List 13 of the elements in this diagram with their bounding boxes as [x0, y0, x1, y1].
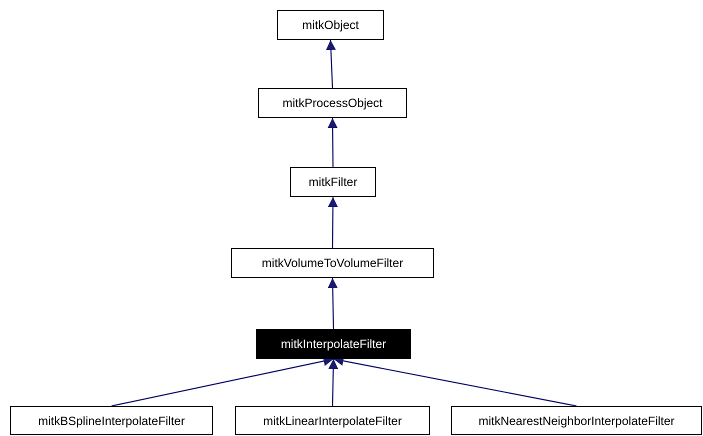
class-box: mitkLinearInterpolateFilter — [235, 406, 430, 435]
class-box: mitkInterpolateFilter — [256, 329, 411, 359]
class-box: mitkObject — [277, 10, 384, 40]
class-box: mitkFilter — [290, 167, 376, 197]
class-box: mitkVolumeToVolumeFilter — [231, 248, 434, 278]
class-box: mitkProcessObject — [258, 88, 407, 118]
class-box: mitkNearestNeighborInterpolateFilter — [451, 406, 702, 435]
class-box: mitkBSplineInterpolateFilter — [10, 406, 213, 435]
inheritance-arrow — [326, 40, 336, 88]
inheritance-arrow — [328, 358, 338, 406]
inheritance-arrow — [328, 278, 338, 330]
inheritance-arrow — [328, 197, 338, 248]
inheritance-arrow — [328, 118, 338, 167]
